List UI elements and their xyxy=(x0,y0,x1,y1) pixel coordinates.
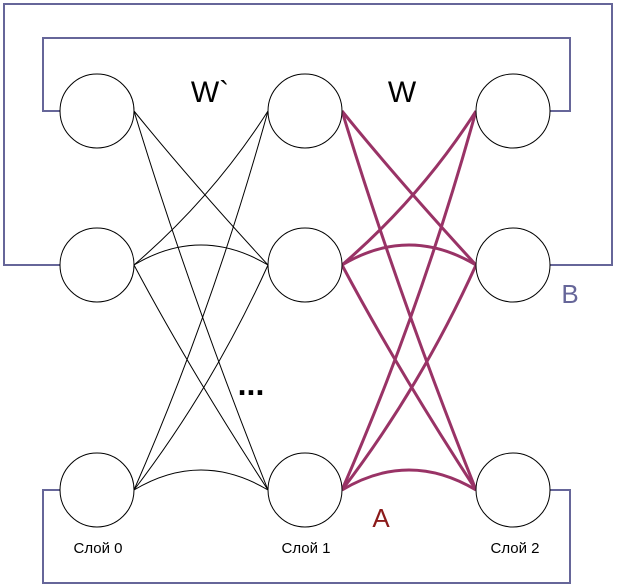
feedback-label-b: B xyxy=(561,279,578,309)
neuron-layer0-row2 xyxy=(59,452,135,528)
outer-loop-path xyxy=(3,3,613,266)
neuron-layer2-row0 xyxy=(475,73,551,149)
thin-edge-1-0 xyxy=(133,110,269,266)
thin-edge-0-2 xyxy=(133,110,269,491)
layer-2-label: Слой 2 xyxy=(491,540,540,557)
neuron-layer2-row1 xyxy=(475,227,551,303)
top-loop-path xyxy=(42,37,571,112)
thin-edges-group xyxy=(133,110,269,491)
neuron-layer1-row2 xyxy=(267,452,343,528)
bold-edge-1-1 xyxy=(341,243,477,267)
ellipsis-label: ... xyxy=(238,366,265,402)
neuron-layer1-row0 xyxy=(267,73,343,149)
bold-edge-2-1 xyxy=(340,264,478,491)
thin-edge-1-2 xyxy=(133,264,269,491)
bold-edge-2-2 xyxy=(341,468,477,492)
thin-edge-2-1 xyxy=(133,264,269,491)
nodes-group xyxy=(59,73,551,528)
weights-left-label: W` xyxy=(191,76,229,109)
neuron-layer2-row2 xyxy=(475,452,551,528)
thin-edge-0-1 xyxy=(133,110,269,266)
bold-edge-1-0 xyxy=(341,110,478,267)
thin-edge-1-1 xyxy=(133,244,269,266)
weights-right-label: W xyxy=(388,76,417,109)
feedback-label-a: A xyxy=(372,503,390,533)
neuron-layer0-row0 xyxy=(59,73,135,149)
bold-edge-0-2 xyxy=(340,110,478,491)
neuron-layer1-row1 xyxy=(267,227,343,303)
bold-edges-group xyxy=(340,110,478,492)
bold-edge-1-2 xyxy=(340,264,478,491)
neuron-layer0-row1 xyxy=(59,227,135,303)
layer-1-label: Слой 1 xyxy=(282,540,331,557)
layer-0-label: Слой 0 xyxy=(74,540,123,557)
bold-edge-0-1 xyxy=(340,110,478,267)
bold-edge-2-0 xyxy=(340,110,478,491)
bottom-loop-path xyxy=(42,489,571,584)
thin-edge-2-0 xyxy=(133,110,269,491)
thin-edge-2-2 xyxy=(133,469,269,491)
